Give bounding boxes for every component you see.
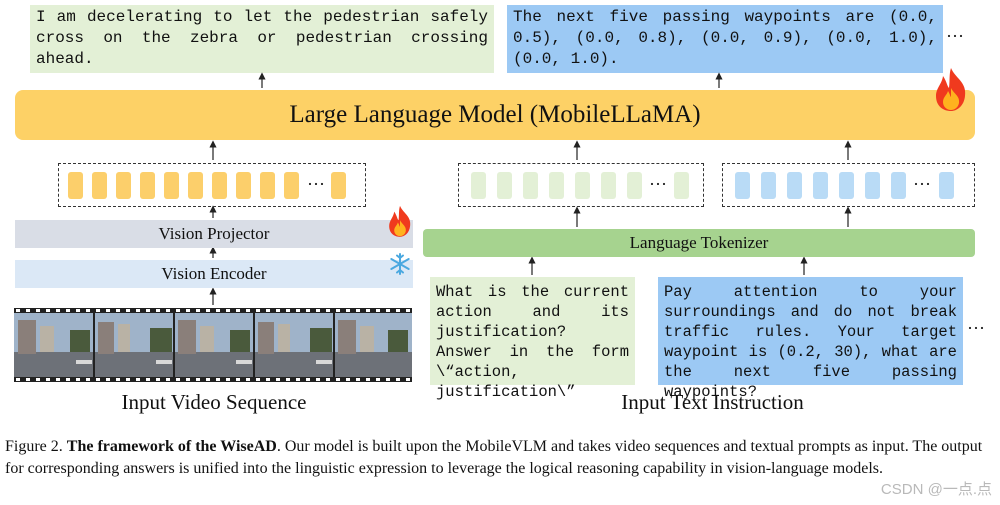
text-token-group-action: ··· — [458, 163, 704, 207]
caption-bold: The framework of the WiseAD — [66, 438, 277, 455]
fire-icon — [387, 204, 413, 243]
text-token — [761, 172, 776, 199]
output-action-text: I am decelerating to let the pedestrian … — [36, 8, 488, 68]
vision-token — [212, 172, 227, 199]
prompt-waypoint-text: Pay attention to your surroundings and d… — [664, 283, 957, 401]
output-action-box: I am decelerating to let the pedestrian … — [30, 5, 494, 73]
vision-token-ellipsis: ··· — [307, 174, 325, 194]
vision-token — [92, 172, 107, 199]
prompt-action-box: What is the current action and its justi… — [430, 277, 635, 401]
output-waypoint-box: The next five passing waypoints are (0.0… — [507, 5, 943, 73]
vision-token-group: ··· — [58, 163, 366, 207]
llm-block: Large Language Model (MobileLLaMA) — [15, 90, 975, 140]
text-token — [674, 172, 689, 199]
vision-token — [68, 172, 83, 199]
text-section-label: Input Text Instruction — [621, 390, 804, 414]
output-more-ellipsis: ··· — [946, 26, 964, 46]
vision-encoder-label: Vision Encoder — [161, 264, 267, 283]
language-tokenizer-block: Language Tokenizer — [423, 229, 975, 257]
prompt-action-text: What is the current action and its justi… — [436, 283, 629, 401]
text-token — [839, 172, 854, 199]
vision-encoder-block: Vision Encoder — [15, 260, 413, 288]
text-token-ellipsis: ··· — [649, 174, 667, 194]
text-token — [497, 172, 512, 199]
figure-caption: Figure 2. The framework of the WiseAD. O… — [5, 436, 995, 480]
text-token — [575, 172, 590, 199]
video-frames — [14, 308, 412, 382]
text-token — [865, 172, 880, 199]
vision-projector-label: Vision Projector — [158, 224, 270, 243]
output-waypoint-text: The next five passing waypoints are (0.0… — [513, 8, 937, 68]
snowflake-icon — [388, 252, 412, 281]
prompt-more-ellipsis: ··· — [967, 318, 985, 338]
text-token — [813, 172, 828, 199]
vision-token — [188, 172, 203, 199]
text-token-ellipsis: ··· — [913, 174, 931, 194]
text-token — [523, 172, 538, 199]
vision-token — [260, 172, 275, 199]
language-tokenizer-label: Language Tokenizer — [629, 233, 769, 252]
prompt-waypoint-box: Pay attention to your surroundings and d… — [658, 277, 963, 401]
vision-token — [331, 172, 346, 199]
vision-token — [236, 172, 251, 199]
vision-token — [284, 172, 299, 199]
vision-token — [116, 172, 131, 199]
fire-icon — [933, 66, 969, 117]
text-token — [735, 172, 750, 199]
caption-body: . Our model is built upon the MobileVLM … — [5, 438, 983, 477]
vision-token — [164, 172, 179, 199]
text-token — [939, 172, 954, 199]
caption-prefix: Figure 2. — [5, 438, 67, 455]
text-token — [601, 172, 616, 199]
text-token — [549, 172, 564, 199]
text-token-group-waypoint: ··· — [722, 163, 975, 207]
text-token — [627, 172, 642, 199]
llm-label: Large Language Model (MobileLLaMA) — [289, 101, 701, 128]
watermark: CSDN @一点.点 — [880, 481, 992, 498]
vision-token — [140, 172, 155, 199]
text-token — [471, 172, 486, 199]
vision-projector-block: Vision Projector — [15, 220, 413, 248]
text-token — [787, 172, 802, 199]
video-section-label: Input Video Sequence — [121, 390, 307, 414]
text-token — [891, 172, 906, 199]
